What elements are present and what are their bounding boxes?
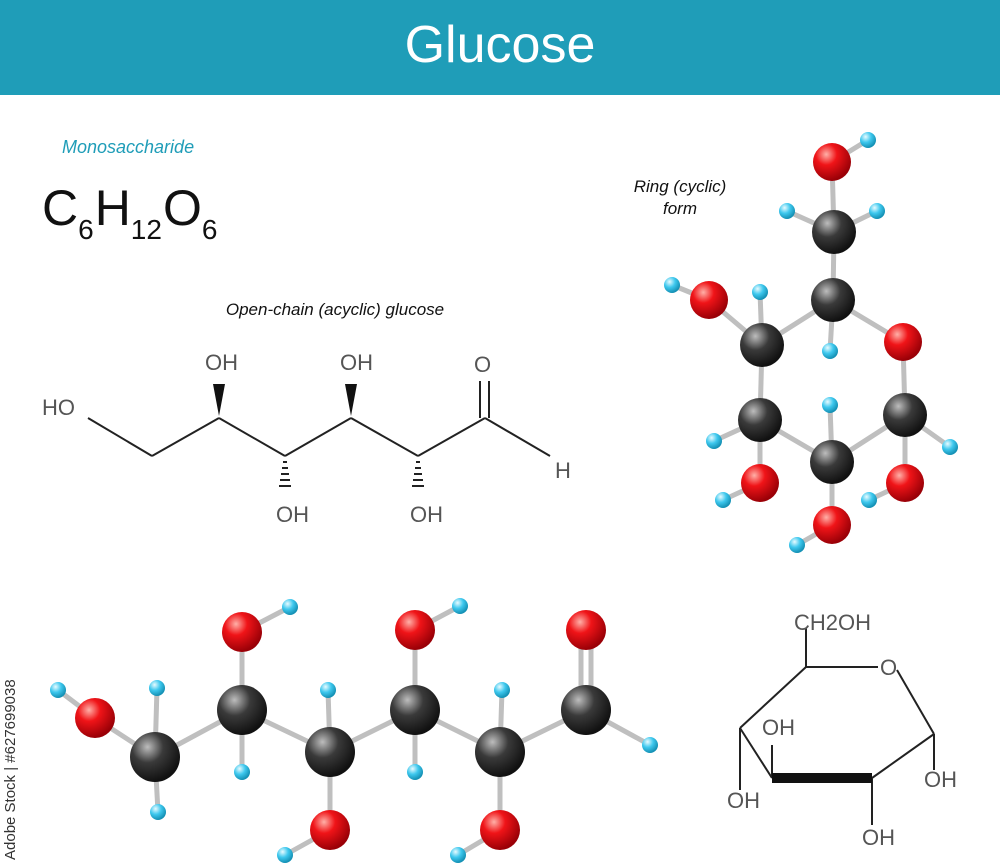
label-oh-c2: OH — [205, 350, 238, 375]
chain-carbon — [130, 732, 180, 782]
ring-hydrogen — [861, 492, 877, 508]
ring-hydrogen — [779, 203, 795, 219]
ring-hydrogen — [822, 343, 838, 359]
label-ho: HO — [42, 395, 75, 420]
formula-c: C — [42, 180, 79, 236]
title-banner: Glucose — [0, 0, 1000, 95]
ring-ball-stick-atoms — [664, 132, 958, 553]
ring-hydrogen — [822, 397, 838, 413]
ring-hydrogen — [664, 277, 680, 293]
chain-oxygen — [222, 612, 262, 652]
chain-carbon — [475, 727, 525, 777]
ring-oxygen — [741, 464, 779, 502]
ring-hydrogen — [860, 132, 876, 148]
chain-oxygen — [395, 610, 435, 650]
chain-hydrogen — [320, 682, 336, 698]
formula-h-subscript: 12 — [130, 214, 162, 245]
formula-h: H — [94, 180, 131, 236]
ring-carbon — [738, 398, 782, 442]
chain-carbon — [390, 685, 440, 735]
subtitle-monosaccharide: Monosaccharide — [62, 137, 195, 157]
ring-hydrogen — [715, 492, 731, 508]
chain-hydrogen — [494, 682, 510, 698]
ring-carbon — [883, 393, 927, 437]
label-oh-c4: OH — [340, 350, 373, 375]
chain-hydrogen — [642, 737, 658, 753]
ring-carbon — [812, 210, 856, 254]
open-chain-skeletal-formula — [87, 381, 551, 457]
hash-bonds — [279, 461, 424, 487]
ring-oxygen — [886, 464, 924, 502]
chain-ball-stick-atoms — [50, 598, 658, 863]
label-oh-c3: OH — [276, 502, 309, 527]
label-h-aldehyde: H — [555, 458, 571, 483]
chain-hydrogen — [234, 764, 250, 780]
ring-oxygen — [690, 281, 728, 319]
chain-oxygen — [480, 810, 520, 850]
ring-hydrogen — [869, 203, 885, 219]
ring-oxygen — [813, 506, 851, 544]
chain-carbon — [305, 727, 355, 777]
ring-hydrogen — [789, 537, 805, 553]
ring-carbon — [810, 440, 854, 484]
ring-carbon — [811, 278, 855, 322]
label-o-aldehyde: O — [474, 352, 491, 377]
label-oh-c1-ring: OH — [924, 767, 957, 792]
chain-hydrogen — [149, 680, 165, 696]
formula-o-subscript: 6 — [201, 214, 218, 245]
haworth-bold-bond — [772, 773, 872, 783]
chain-ball-stick-bonds — [55, 603, 653, 858]
chain-hydrogen — [452, 598, 468, 614]
chain-oxygen — [75, 698, 115, 738]
ring-oxygen — [884, 323, 922, 361]
wedge-bonds — [213, 384, 357, 416]
chain-hydrogen — [282, 599, 298, 615]
ring-hydrogen — [752, 284, 768, 300]
chain-hydrogen — [450, 847, 466, 863]
label-ch2oh: CH2OH — [794, 610, 871, 635]
ring-oxygen — [813, 143, 851, 181]
label-oh-c5: OH — [410, 502, 443, 527]
label-oh-c2-ring: OH — [862, 825, 895, 850]
ring-hydrogen — [706, 433, 722, 449]
formula-c-subscript: 6 — [78, 214, 94, 245]
open-chain-label: Open-chain (acyclic) glucose — [225, 300, 445, 319]
ring-hydrogen — [942, 439, 958, 455]
chain-hydrogen — [407, 764, 423, 780]
chain-hydrogen — [50, 682, 66, 698]
chain-hydrogen — [277, 847, 293, 863]
chain-oxygen — [310, 810, 350, 850]
label-oh-c4-ring: OH — [727, 788, 760, 813]
label-o-ring: O — [880, 655, 897, 680]
chain-carbon — [561, 685, 611, 735]
chain-oxygen — [566, 610, 606, 650]
ring-carbon — [740, 323, 784, 367]
chain-carbon — [217, 685, 267, 735]
formula-o: O — [162, 180, 202, 236]
ring-label-line1: Ring (cyclic) — [633, 177, 727, 196]
page-title: Glucose — [404, 16, 596, 74]
label-oh-c3-ring: OH — [762, 715, 795, 740]
haworth-projection — [739, 628, 935, 825]
chain-hydrogen — [150, 804, 166, 820]
ring-label-line2: form — [663, 199, 697, 218]
molecular-formula: C6H12O6 — [42, 178, 218, 246]
